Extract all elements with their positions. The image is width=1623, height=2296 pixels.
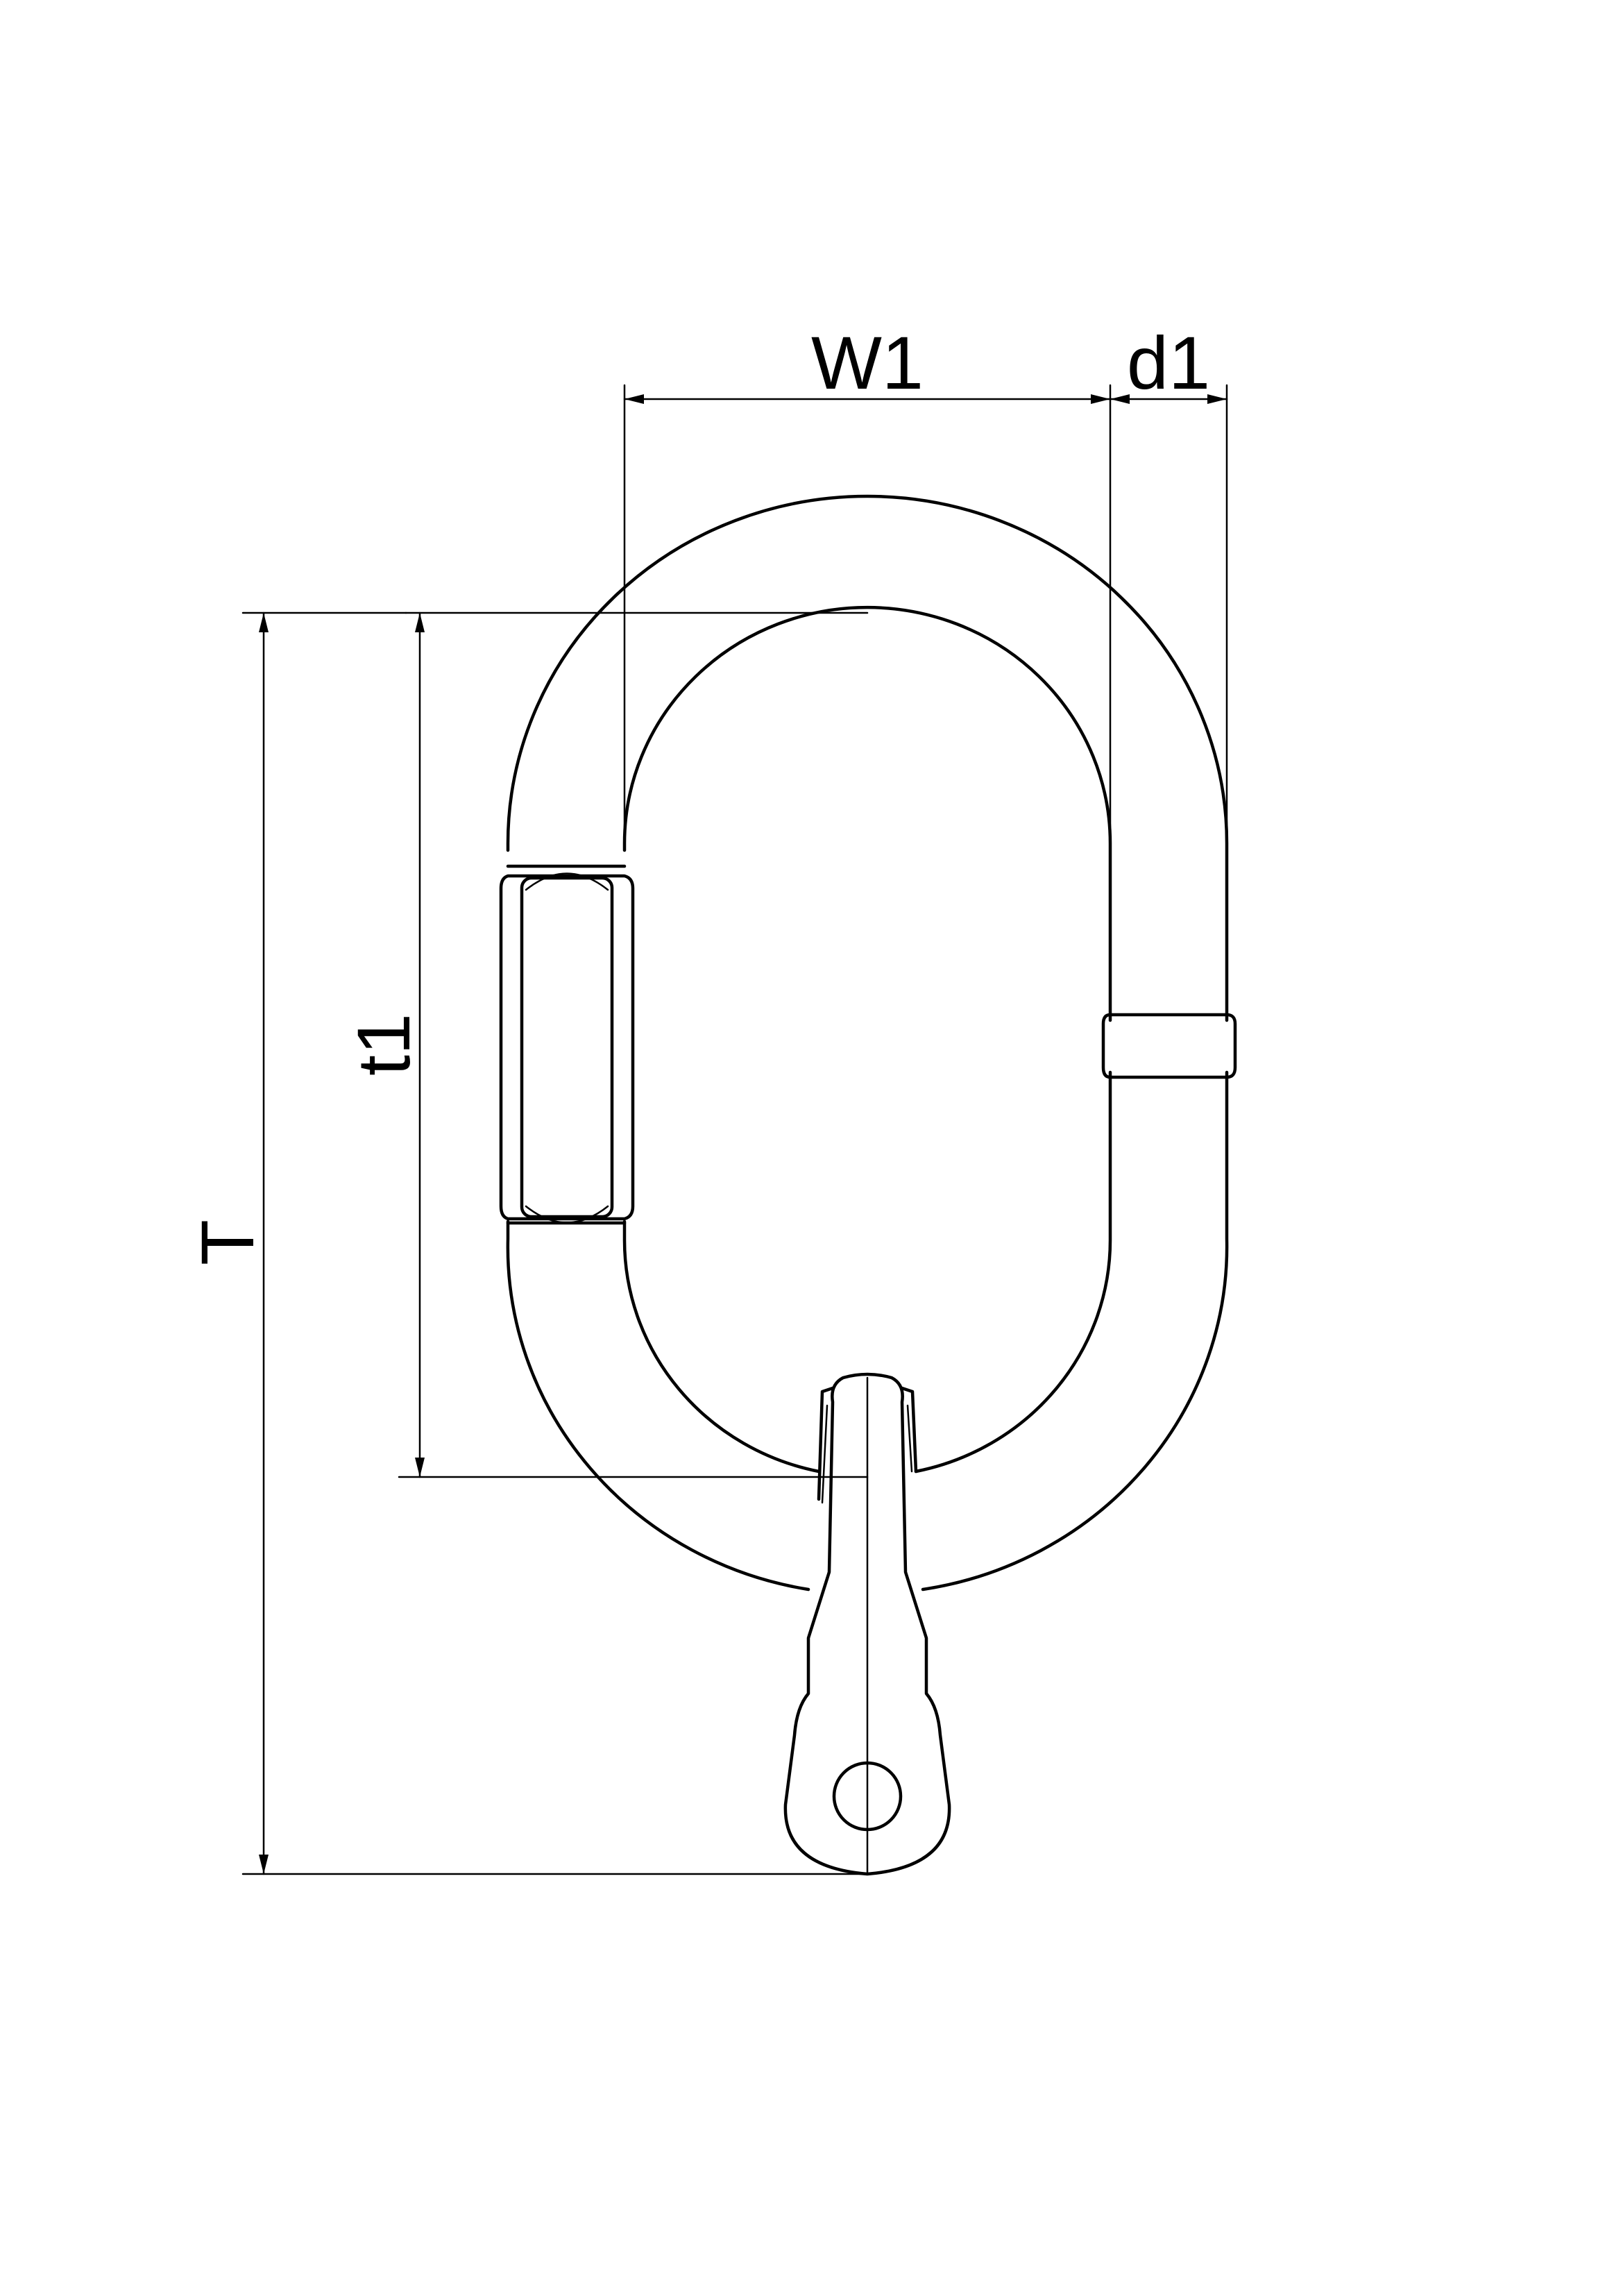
link-outer-bottom-left — [506, 1219, 810, 1592]
left-weld-sleeve — [499, 864, 635, 1225]
link-inner-top-arc — [622, 605, 1112, 1022]
label-w1: W1 — [811, 321, 924, 405]
link-outer-right-lower — [921, 1070, 1229, 1592]
dimensions — [241, 384, 1228, 1875]
link-inner-bottom-left — [622, 1219, 821, 1474]
master-link — [499, 494, 1237, 1592]
label-d1: d1 — [1127, 321, 1210, 405]
link-outer-top-arc — [506, 494, 1229, 1022]
label-t1: t1 — [341, 1013, 425, 1076]
connector-eye — [783, 1372, 951, 1876]
connector-pin-hole — [832, 1761, 903, 1832]
label-t: T — [185, 1219, 269, 1265]
link-inner-right-lower — [914, 1070, 1112, 1474]
connector-body — [783, 1372, 951, 1876]
right-weld-band — [1101, 1013, 1237, 1079]
